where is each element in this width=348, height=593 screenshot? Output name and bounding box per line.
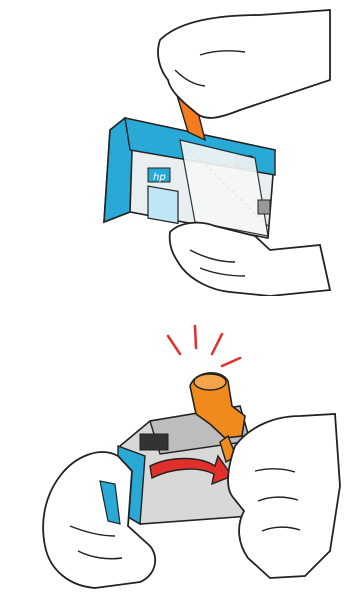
right-hand	[228, 414, 340, 578]
cartridge-contact	[258, 200, 270, 214]
hp-logo-text: hp	[153, 172, 166, 183]
motion-lines	[168, 326, 240, 366]
cartridge-vent	[140, 434, 168, 450]
panel-twist-cap	[0, 296, 348, 593]
cartridge-window	[148, 186, 178, 223]
cap-top	[194, 374, 226, 390]
right-hand-pulling	[158, 10, 330, 118]
panel-remove-tape: hp	[0, 0, 348, 296]
ink-cartridge: hp	[104, 118, 275, 238]
